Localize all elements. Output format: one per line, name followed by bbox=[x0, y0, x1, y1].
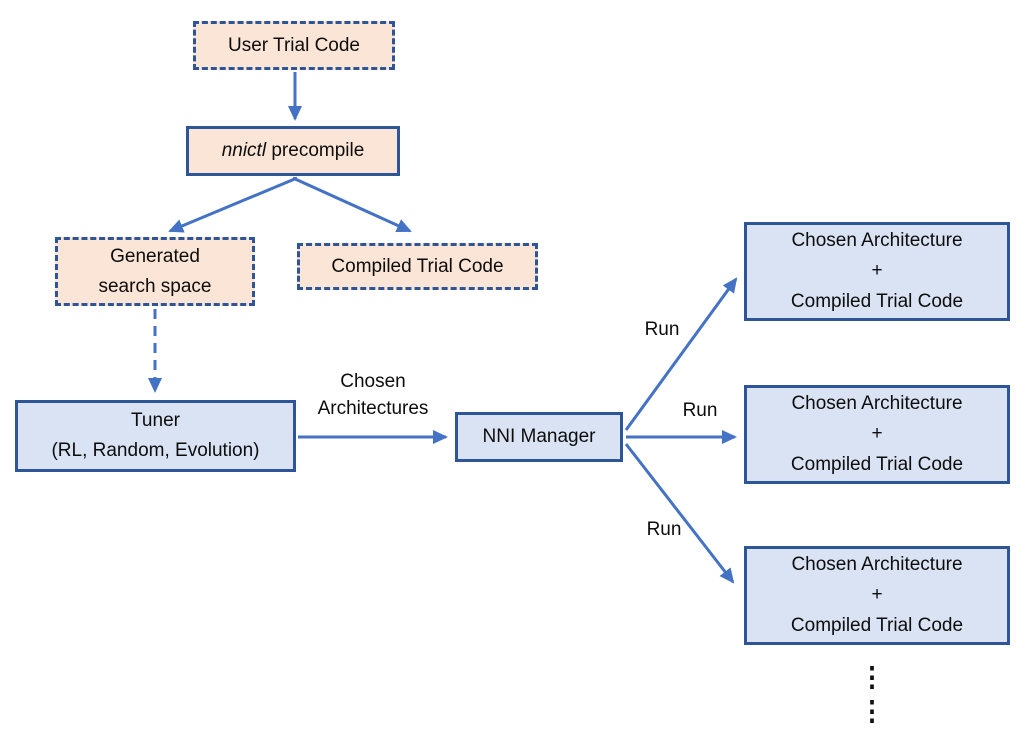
node-trial-box-1: Chosen Architecture + Compiled Trial Cod… bbox=[744, 222, 1010, 321]
trial-2-line1: Chosen Architecture bbox=[791, 392, 963, 414]
trial-2-line2: + bbox=[871, 423, 883, 445]
arrow-precompile-to-compiled-code bbox=[292, 176, 412, 233]
edge-label-chosen-architectures: Chosen Architectures bbox=[299, 369, 447, 422]
node-generated-search-space: Generated search space bbox=[55, 237, 255, 306]
arrow-precompile-to-search-space bbox=[168, 176, 298, 233]
chosen-architectures-line1: Chosen bbox=[340, 371, 406, 392]
precompile-text: precompile bbox=[271, 140, 365, 162]
trial-3-line2: + bbox=[871, 584, 883, 606]
trial-2-line3: Compiled Trial Code bbox=[790, 453, 964, 475]
trial-1-line1: Chosen Architecture bbox=[791, 229, 963, 251]
ellipsis-top: ⋮ bbox=[858, 662, 886, 692]
node-compiled-trial-code: Compiled Trial Code bbox=[297, 243, 538, 290]
trial-3-line3: Compiled Trial Code bbox=[790, 614, 964, 636]
node-nni-manager: NNI Manager bbox=[455, 412, 623, 462]
tuner-label-line2: (RL, Random, Evolution) bbox=[51, 440, 260, 461]
compiled-trial-code-label: Compiled Trial Code bbox=[331, 255, 504, 277]
node-trial-box-3: Chosen Architecture + Compiled Trial Cod… bbox=[744, 546, 1010, 645]
trial-1-line2: + bbox=[871, 260, 883, 282]
user-trial-code-label: User Trial Code bbox=[228, 34, 360, 56]
tuner-label-line1: Tuner bbox=[131, 409, 180, 431]
nnictl-command-text: nnictl bbox=[221, 140, 267, 162]
ellipsis-bottom: ⋮ bbox=[858, 696, 886, 726]
chosen-architectures-line2: Architectures bbox=[317, 397, 429, 419]
node-user-trial-code: User Trial Code bbox=[193, 21, 395, 70]
trial-3-line1: Chosen Architecture bbox=[791, 553, 963, 575]
more-trials-ellipsis: ⋮ ⋮ bbox=[852, 660, 892, 728]
node-tuner: Tuner (RL, Random, Evolution) bbox=[15, 400, 296, 472]
node-trial-box-2: Chosen Architecture + Compiled Trial Cod… bbox=[744, 385, 1010, 484]
edge-label-run-top: Run bbox=[644, 319, 680, 340]
generated-search-space-line1: Generated bbox=[110, 246, 200, 268]
trial-1-line3: Compiled Trial Code bbox=[790, 290, 964, 312]
edge-label-run-middle: Run bbox=[682, 400, 718, 421]
generated-search-space-line2: search space bbox=[98, 275, 212, 297]
nni-manager-label: NNI Manager bbox=[482, 426, 596, 448]
edge-label-run-bottom: Run bbox=[646, 519, 682, 540]
arrow-nni-manager-to-trial-3 bbox=[624, 443, 735, 584]
